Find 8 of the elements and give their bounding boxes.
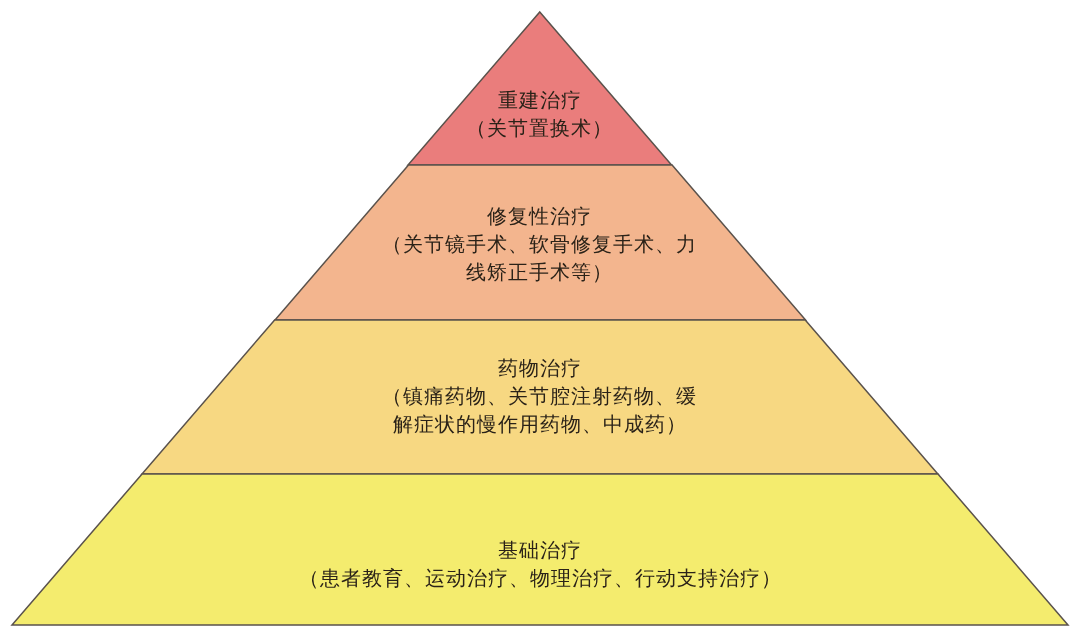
tier-title: 药物治疗 xyxy=(498,356,582,381)
tier-description: （镇痛药物、关节腔注射药物、缓解症状的慢作用药物、中成药） xyxy=(381,384,699,437)
tier-title: 基础治疗 xyxy=(498,538,582,563)
tier-title: 重建治疗 xyxy=(498,88,582,113)
tier-title: 修复性治疗 xyxy=(487,204,593,229)
tier-description: （关节置换术） xyxy=(466,116,614,141)
tier-description: （关节镜手术、软骨修复手术、力线矫正手术等） xyxy=(381,232,699,285)
tier-description: （患者教育、运动治疗、物理治疗、行动支持治疗） xyxy=(298,566,782,591)
